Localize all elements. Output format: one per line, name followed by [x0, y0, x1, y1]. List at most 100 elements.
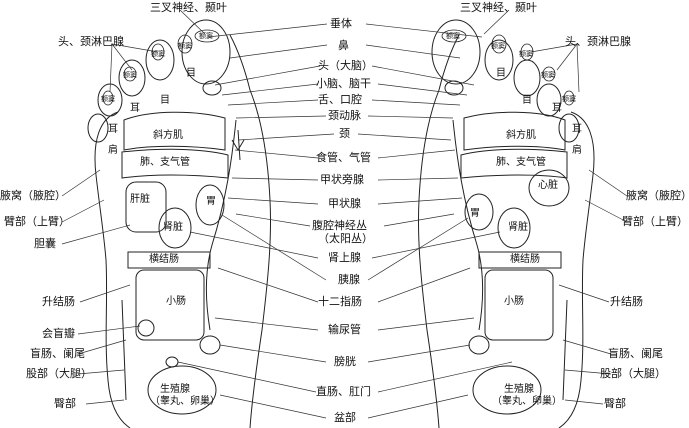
left-neck-branch: [231, 129, 245, 161]
right-toe-2: [484, 39, 514, 81]
left-label-appendix: 盲肠、阑尾: [30, 347, 85, 360]
left-toe-3: [118, 59, 146, 97]
right-toe-5: [558, 113, 580, 143]
left-kidney-text: 肾脏: [163, 222, 183, 233]
left-small-int-text: 小肠: [166, 296, 186, 307]
leader-lines: [177, 23, 513, 419]
left-stomach-zone: [195, 184, 225, 226]
left-trapezius-zone: [123, 111, 226, 151]
right-stomach-text: 胃: [470, 208, 480, 219]
right-thigh-line: [562, 299, 568, 401]
label-ureter: 输尿管: [328, 323, 361, 336]
right-sinus-text-5: 额窦: [562, 95, 576, 103]
label-adrenal: 肾上腺: [328, 251, 361, 264]
left-label-armpit: 腋窝（腋腔）: [0, 189, 66, 202]
left-sinus-text-4: 额窦: [123, 71, 137, 79]
left-label-gallbladder: 胆囊: [34, 237, 56, 250]
label-pelvis: 盆部: [334, 411, 356, 424]
right-heart-text: 心脏: [538, 180, 558, 191]
right-label-lymph: 头、颈淋巴腺: [565, 35, 631, 48]
left-sinus-text-3: 额窦: [151, 50, 165, 58]
left-thigh-line: [121, 299, 127, 401]
left-gonad-text: 生殖腺: [160, 384, 190, 395]
right-sinus-text-2: 额窦: [491, 42, 505, 50]
left-liver-text: 肝脏: [130, 194, 150, 205]
right-label-trigeminal: 三叉神经、颞叶: [460, 1, 537, 14]
left-gonad-sub-text: （睾丸、卵巢）: [150, 396, 220, 407]
right-sinus-text-1: 额窦: [446, 32, 460, 40]
right-transverse-text: 横结肠: [510, 254, 540, 265]
left-foot-outline: [94, 34, 272, 428]
left-label-thigh: 股部（大腿）: [26, 367, 92, 380]
left-ear-text-2: 耳: [108, 124, 118, 135]
right-gonad-zone: [472, 365, 542, 415]
right-shoulder-text: 肩: [572, 145, 582, 156]
left-label-hip: 臀部: [54, 397, 76, 410]
left-bladder-zone: [199, 335, 221, 355]
label-duodenum: 十二指肠: [318, 295, 362, 308]
right-foot: [417, 19, 595, 428]
right-label-ascending-colon: 升结肠: [610, 295, 643, 308]
right-ear-text-2: 耳: [572, 124, 582, 135]
label-rectum: 直肠、肛门: [316, 385, 371, 398]
label-cerebellum: 小脑、脑干: [316, 77, 371, 90]
right-transverse-colon: [478, 251, 562, 269]
right-big-toe: [431, 19, 481, 85]
right-sinus-text-4: 额窦: [541, 71, 555, 79]
left-sinus-text-2: 额窦: [178, 42, 192, 50]
left-sinus-text-1: 额窦: [199, 32, 213, 40]
left-transverse-text: 横结肠: [149, 254, 179, 265]
left-label-ascending-colon: 升结肠: [42, 295, 75, 308]
left-eye-text-2: 目: [160, 95, 170, 106]
right-inner-arch: [452, 119, 483, 331]
left-label-lymph: 头、颈淋巴腺: [58, 35, 124, 48]
right-sinus-text-3: 额窦: [519, 50, 533, 58]
left-kidney-zone: [158, 207, 192, 249]
right-heart-zone: [528, 169, 570, 207]
left-rectum-spot: [165, 356, 179, 368]
right-kidney-zone: [497, 207, 531, 249]
left-trapezius-text: 斜方肌: [153, 130, 183, 141]
right-gonad-text: 生殖腺: [504, 384, 534, 395]
label-solar-plexus: （太阳丛）: [318, 232, 373, 245]
left-sinus-3: [151, 43, 165, 61]
right-sinus-1: [441, 29, 467, 43]
right-eye-text-2: 目: [522, 95, 532, 106]
right-label-thigh: 股部（大腿）: [600, 367, 666, 380]
right-ear-text-1: 耳: [552, 103, 562, 114]
right-sinus-4: [542, 66, 556, 82]
left-label-trigeminal: 三叉神经、颞叶: [150, 1, 227, 14]
label-pituitary: 垂体: [330, 17, 352, 30]
left-eye-text-1: 目: [186, 68, 196, 79]
right-gonad-sub-text: （睾丸、卵巢）: [492, 396, 562, 407]
right-small-int-text: 小肠: [504, 296, 524, 307]
right-label-appendix: 盲肠、阑尾: [608, 347, 663, 360]
left-ileocecal-zone: [137, 319, 155, 337]
left-ear-text-1: 耳: [130, 103, 140, 114]
left-inner-arch: [206, 119, 237, 331]
left-gonad-zone: [147, 365, 217, 415]
right-small-intestine-zone: [484, 269, 554, 341]
left-label-ileocecal: 会盲瓣: [42, 327, 75, 340]
right-trapezius-text: 斜方肌: [506, 130, 536, 141]
left-label-upper-arm: 臂部（上臂）: [4, 215, 70, 228]
left-small-intestine-zone: [135, 269, 205, 341]
right-label-hip: 臀部: [604, 397, 626, 410]
left-toe-5: [87, 113, 109, 143]
left-sinus-text-5: 额窦: [101, 95, 115, 103]
left-lung-text: 肺、支气管: [140, 157, 190, 168]
label-head-brain: 头（大脑）: [318, 59, 373, 72]
right-sinus-2: [491, 34, 507, 54]
left-brain-spot: [202, 80, 222, 96]
left-stomach-text: 胃: [206, 196, 216, 207]
label-celiac-plexus: 腹腔神经丛: [312, 219, 367, 232]
side-leader-lines: [61, 9, 628, 405]
label-bladder: 膀胱: [334, 355, 356, 368]
right-toe-4: [536, 83, 562, 117]
right-label-armpit: 腋窝（腋腔）: [626, 189, 689, 202]
left-transverse-colon: [127, 251, 211, 269]
right-foot-outline: [417, 34, 595, 428]
left-liver-zone: [125, 181, 167, 233]
right-toe-3: [513, 59, 541, 97]
